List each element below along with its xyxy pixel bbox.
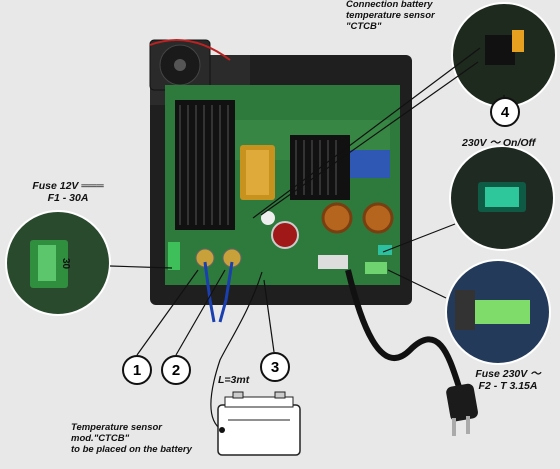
temp-sensor-label: Temperature sensor mod."CTCB" to be plac… [71,422,192,456]
cable-length-label: L=3mt [218,374,250,386]
connection-line-1: Connection battery [346,0,433,10]
fuse12-label: Fuse 12V ═══ F1 - 30A [28,180,108,204]
coil-left [321,202,353,234]
callout-3: 3 [260,352,290,382]
temp-sensor-line-2: mod."CTCB" [71,432,130,444]
fuse230-label: Fuse 230V ～ F2 - T 3.15A [458,368,558,392]
callout-1: 1 [122,355,152,385]
fuse230-line-2: F2 - T 3.15A [478,380,538,393]
onoff-switch-detail [449,145,555,251]
temp-sensor-icon [219,427,225,433]
plug-icon [446,383,478,436]
fuse-f1-detail [5,210,111,316]
capacitor [271,221,299,249]
power-connector [318,255,348,269]
fuse230-line-1: Fuse 230V ～ [475,368,541,380]
sensor-connector-detail [451,2,557,108]
fuse-f2-detail [445,259,551,365]
fuse12-line-1: Fuse 12V ═══ [32,180,104,192]
sensor-wire [210,271,263,431]
callout-4: 4 [490,97,520,127]
fuse-f2-board [365,262,387,274]
fuse-print: 30 [60,258,71,270]
temp-sensor-line-3: to be placed on the battery [71,443,192,455]
temp-sensor-line-1: Temperature sensor [71,422,162,433]
fan-icon [149,39,231,91]
fuse12-line-2: F1 - 30A [47,192,89,205]
connection-line-2: temperature sensor [346,9,435,21]
battery-icon [217,391,301,456]
connection-label: Connection battery temperature sensor "C… [346,0,435,33]
fuse-f1-board [168,242,180,270]
relay [350,150,390,178]
coil-right [362,202,394,234]
onoff-switch-board [378,245,392,255]
connection-line-3: "CTCB" [346,20,382,32]
power-cable [345,269,463,391]
callout-2: 2 [161,355,191,385]
onoff-label: 230V ～ On/Off [462,137,536,149]
heatsink-left [175,100,235,230]
